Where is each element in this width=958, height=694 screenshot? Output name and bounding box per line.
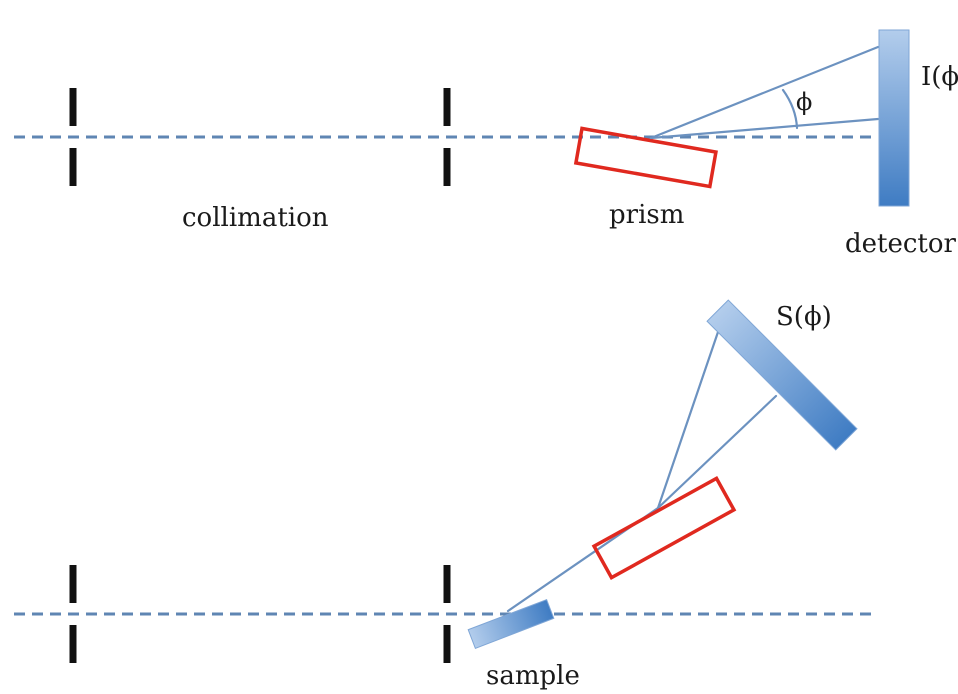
prism-label: prism [609,200,684,230]
collimation-label: collimation [182,203,329,233]
angle-arc [781,88,799,130]
top-setup: collimation prism ϕ I(ϕ) detector [14,29,958,259]
bottom-setup: sample S(ϕ) [14,299,874,691]
bottom-detector [706,299,858,451]
top-ray-upper [649,45,880,140]
sample-label: sample [486,661,580,691]
intensity-label: I(ϕ) [921,62,958,92]
top-ray-lower [649,117,880,140]
top-detector [878,29,910,207]
signal-label: S(ϕ) [776,302,832,332]
bottom-ray-right [656,394,778,510]
top-prism [573,126,718,189]
sample-block [467,598,555,650]
detector-label: detector [845,229,957,259]
bottom-ray-left [656,330,720,510]
angle-label: ϕ [796,88,812,116]
bottom-prism [591,475,737,581]
